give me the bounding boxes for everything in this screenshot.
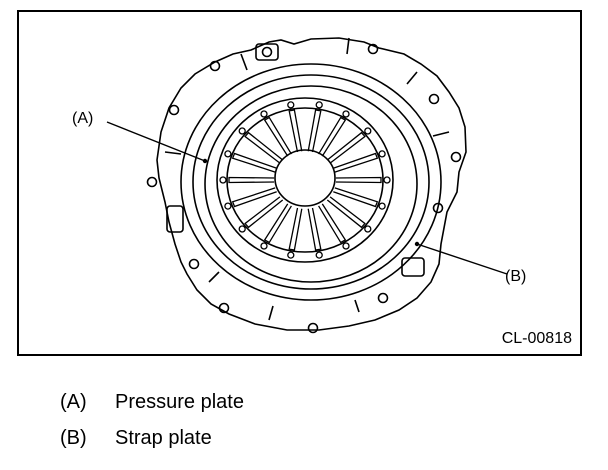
- strap-lug: [255, 43, 279, 61]
- finger-pivot-hole: [364, 127, 372, 135]
- bolt-hole: [377, 292, 389, 304]
- flange-mark: [208, 271, 220, 283]
- finger-pivot-hole: [364, 225, 372, 233]
- diagram-frame: (A) (B) CL-00818: [17, 10, 582, 356]
- flange-mark: [268, 305, 274, 321]
- flange-mark: [354, 299, 360, 313]
- bolt-hole: [209, 60, 221, 72]
- flange-mark: [432, 131, 450, 137]
- callout-a: (A): [72, 110, 94, 127]
- finger-pivot-hole: [219, 176, 227, 184]
- leader-dot-a: [202, 158, 208, 164]
- bolt-hole: [428, 93, 440, 105]
- flange-mark: [164, 151, 182, 155]
- finger-pivot-hole: [378, 150, 386, 158]
- diaphragm-finger: [335, 176, 382, 184]
- cover-ring-outer: [180, 63, 442, 301]
- diaphragm-finger: [263, 116, 292, 157]
- legend-label: Strap plate: [115, 427, 212, 449]
- diaphragm-finger: [288, 109, 303, 153]
- diaphragm-fingers: [219, 101, 391, 259]
- diaphragm-finger: [333, 152, 379, 173]
- bolt-hole: [307, 322, 319, 334]
- diaphragm-outer: [216, 97, 394, 263]
- finger-pivot-hole: [224, 150, 232, 158]
- bolt-hole: [367, 43, 379, 55]
- flange-mark: [346, 37, 350, 55]
- finger-pivot-hole: [287, 101, 295, 109]
- leader-line-b: [416, 243, 508, 275]
- finger-pivot-hole: [383, 176, 391, 184]
- strap-lug: [166, 205, 184, 233]
- legend-key: (A): [60, 391, 87, 413]
- diaphragm-finger: [333, 187, 379, 208]
- diaphragm-inner-ring: [226, 107, 384, 253]
- diaphragm-finger: [318, 116, 347, 157]
- diaphragm-finger: [307, 109, 322, 153]
- bolt-hole: [450, 151, 462, 163]
- diaphragm-finger: [231, 152, 277, 173]
- finger-pivot-hole: [315, 101, 323, 109]
- clutch-cover-drawing: [106, 37, 508, 334]
- finger-pivot-hole: [342, 110, 350, 118]
- legend-item-b: (B) Strap plate: [60, 428, 212, 448]
- bolt-hole: [261, 46, 273, 58]
- cover-flange-outline: [156, 37, 467, 331]
- pressure-plate-face: [204, 85, 418, 283]
- leader-line-a: [106, 121, 206, 162]
- flange-mark: [240, 53, 248, 71]
- center-hub: [274, 149, 336, 207]
- diaphragm-finger: [318, 203, 347, 244]
- diaphragm-finger: [263, 203, 292, 244]
- diaphragm-finger: [326, 196, 366, 229]
- diaphragm-finger: [228, 176, 275, 184]
- flange-mark: [406, 71, 418, 85]
- diaphragm-finger: [244, 131, 284, 164]
- diaphragm-finger: [244, 196, 284, 229]
- legend-key: (B): [60, 427, 87, 449]
- legend-item-a: (A) Pressure plate: [60, 392, 244, 412]
- cover-ring-inner: [192, 74, 430, 290]
- diaphragm-finger: [231, 187, 277, 208]
- finger-pivot-hole: [315, 251, 323, 259]
- figure-code: CL-00818: [501, 330, 572, 347]
- diaphragm-finger: [307, 207, 322, 251]
- callout-b: (B): [505, 268, 527, 285]
- bolt-hole: [218, 302, 230, 314]
- finger-pivot-hole: [260, 110, 268, 118]
- diaphragm-finger: [288, 207, 303, 251]
- bolt-hole: [432, 202, 444, 214]
- finger-pivot-hole: [224, 202, 232, 210]
- finger-pivot-hole: [260, 242, 268, 250]
- strap-lug: [401, 257, 425, 277]
- bolt-hole: [188, 258, 200, 270]
- bolt-hole: [146, 176, 158, 188]
- finger-pivot-hole: [287, 251, 295, 259]
- finger-pivot-hole: [342, 242, 350, 250]
- bolt-hole: [168, 104, 180, 116]
- finger-pivot-hole: [378, 202, 386, 210]
- finger-pivot-hole: [238, 225, 246, 233]
- legend-label: Pressure plate: [115, 391, 244, 413]
- finger-pivot-hole: [238, 127, 246, 135]
- diaphragm-finger: [326, 131, 366, 164]
- leader-dot-b: [414, 241, 420, 247]
